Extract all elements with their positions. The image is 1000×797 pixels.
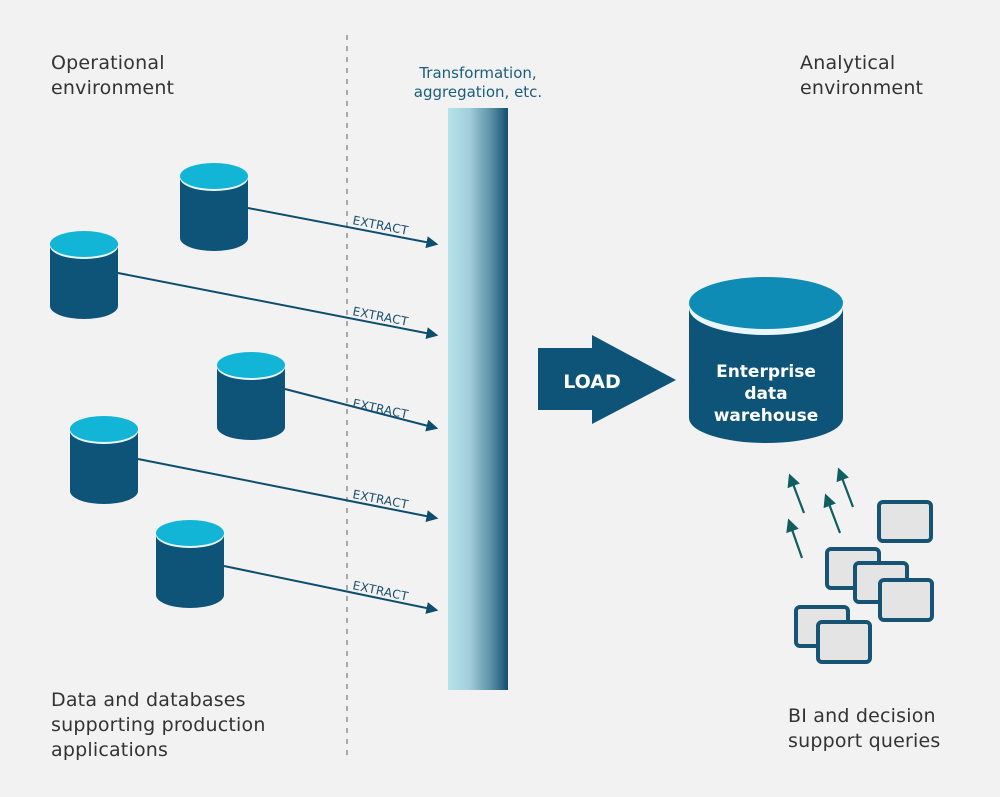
warehouse-label-line: Enterprise (716, 362, 816, 382)
label-line: support queries (788, 730, 941, 752)
query-arrow (823, 493, 842, 534)
database-top (50, 231, 118, 257)
database-body (156, 533, 224, 608)
label-line: Data and databases (51, 689, 246, 711)
database-top (70, 416, 138, 442)
query-arrows (786, 467, 855, 559)
warehouse-label-line: data (744, 384, 787, 404)
query-boxes (794, 500, 934, 664)
enterprise-data-warehouse: Enterprise data warehouse (689, 277, 843, 443)
analytical-environment-label: Analytical environment (800, 51, 923, 101)
bi-queries-label: BI and decision support queries (788, 704, 940, 754)
label-line: environment (51, 77, 175, 99)
load-label: LOAD (563, 371, 621, 393)
query-box (816, 620, 872, 664)
operational-environment-label: Operational environment (51, 51, 174, 101)
database-body (50, 244, 118, 319)
label-line: Transformation, (419, 64, 537, 82)
extract-label: EXTRACT (351, 396, 410, 422)
query-box (878, 578, 934, 622)
database-body (217, 365, 285, 440)
source-database (180, 163, 248, 251)
warehouse-label-line: warehouse (714, 406, 819, 426)
load-arrow: LOAD (538, 335, 676, 424)
extract-label: EXTRACT (351, 487, 410, 512)
extract-arrow (117, 272, 439, 340)
database-top (156, 520, 224, 546)
data-and-databases-label: Data and databases supporting production… (51, 688, 266, 763)
transformation-bar (448, 108, 508, 690)
database-top (180, 163, 248, 189)
database-body (70, 429, 138, 504)
label-line: Analytical (800, 52, 896, 74)
database-body (180, 176, 248, 251)
transformation-label: Transformation, aggregation, etc. (392, 64, 564, 102)
label-line: Operational (51, 52, 165, 74)
extract-arrow (223, 565, 439, 614)
label-line: supporting production (51, 714, 266, 736)
query-arrow (836, 467, 855, 508)
query-arrow (786, 518, 804, 559)
query-arrow (787, 473, 806, 514)
label-line: aggregation, etc. (413, 83, 543, 101)
extract-arrow (284, 388, 439, 432)
source-database (50, 231, 118, 319)
extract-label: EXTRACT (351, 578, 410, 604)
label-line: environment (800, 77, 924, 99)
label-line: applications (51, 739, 169, 761)
source-database (70, 416, 138, 504)
source-database (156, 520, 224, 608)
source-database (217, 352, 285, 440)
label-line: BI and decision (788, 705, 936, 727)
query-box (877, 500, 933, 543)
extract-arrow (137, 458, 439, 523)
database-top (217, 352, 285, 378)
extract-arrow (247, 207, 439, 249)
